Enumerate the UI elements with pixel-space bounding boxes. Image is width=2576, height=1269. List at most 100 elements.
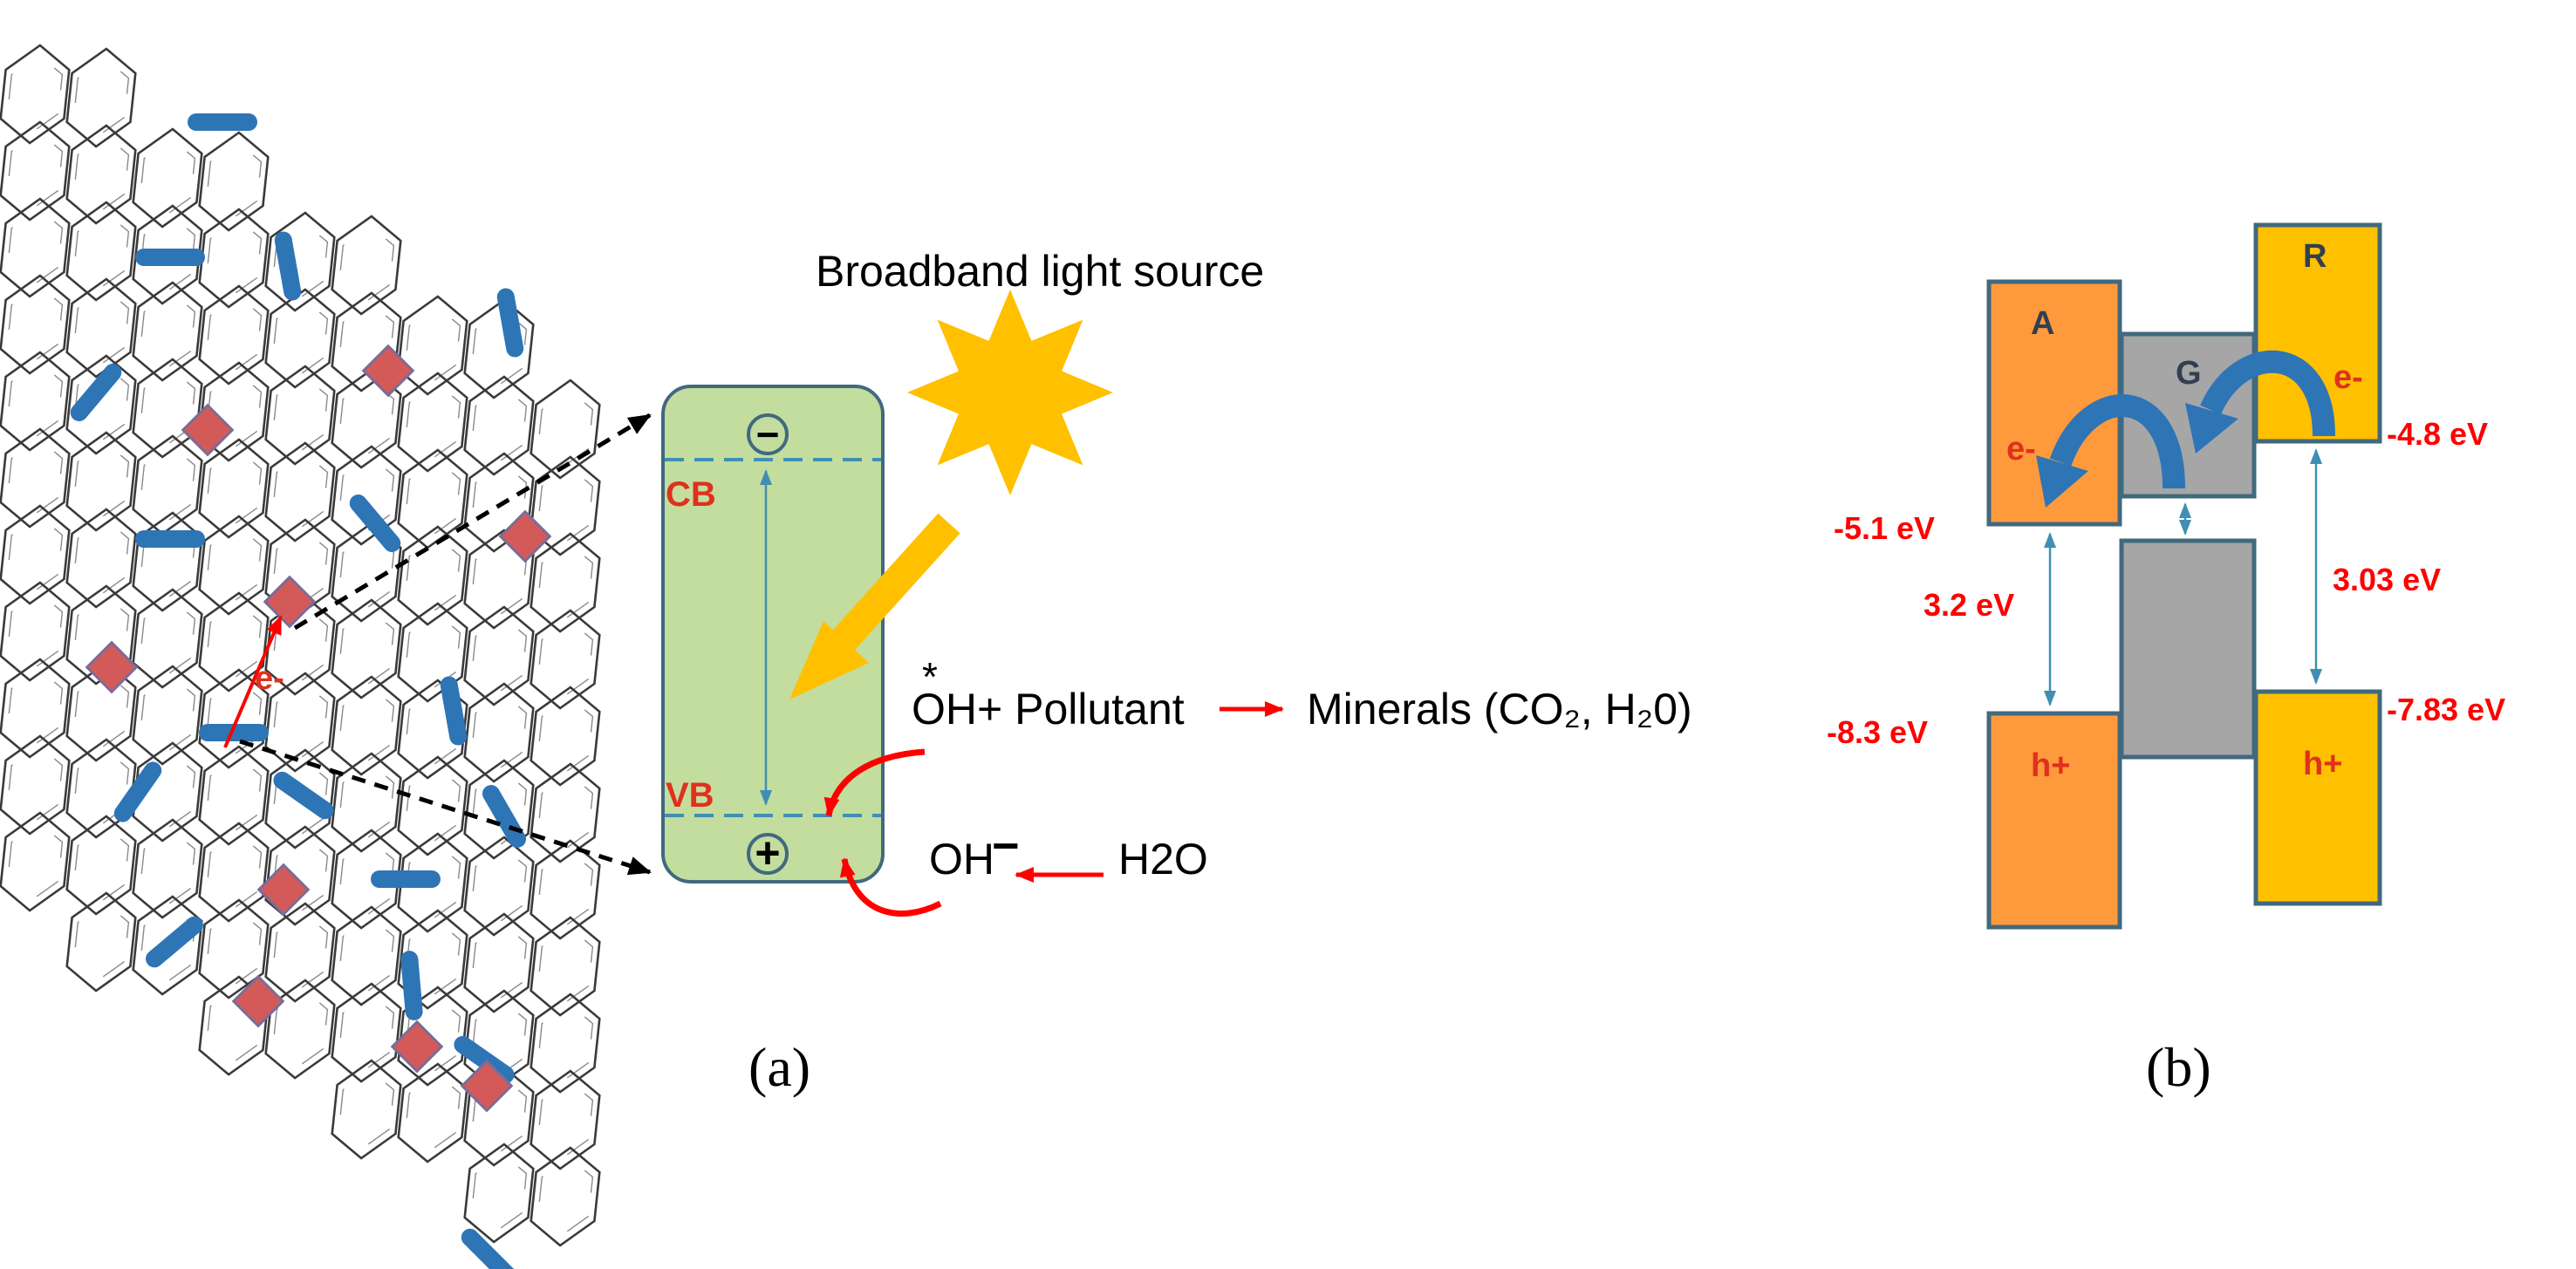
hexagon-inner	[139, 598, 196, 679]
hexagon-cell	[65, 47, 137, 148]
hexagon-cell	[463, 605, 535, 706]
hexagon-cell	[530, 839, 601, 940]
hexagon-inner	[139, 215, 196, 295]
hexagon-cell	[132, 127, 203, 229]
hexagon-cell	[132, 434, 203, 536]
hexagon-cell	[0, 351, 71, 452]
hexagon-cell	[397, 679, 468, 780]
catalyst-rod	[496, 288, 524, 358]
hexagon-inner	[338, 762, 395, 843]
hexagon-cell	[65, 891, 137, 993]
hexagon-inner	[205, 832, 263, 912]
dopant-diamond	[498, 509, 552, 563]
dopant-sites	[85, 344, 552, 1113]
hexagon-cell	[264, 365, 336, 466]
light-source-label: Broadband light source	[816, 247, 1264, 296]
hexagon-inner	[338, 455, 395, 536]
hexagon-cell	[530, 455, 601, 556]
hexagon-cell	[264, 441, 336, 542]
lattice-electron-arrow: e-	[223, 615, 284, 748]
hexagon-cell	[65, 124, 137, 225]
hexagon-cell	[132, 665, 203, 766]
hexagon-cell	[331, 752, 402, 853]
catalyst-rod	[400, 951, 423, 1020]
hexagon-cell	[132, 281, 203, 382]
hexagon-inner	[470, 616, 528, 696]
hexagon-inner	[536, 389, 594, 469]
hexagon-cell	[0, 427, 71, 529]
hexagon-inner	[205, 602, 263, 682]
sun-icon	[907, 290, 1113, 495]
hexagon-inner	[6, 591, 64, 672]
catalyst-rods	[70, 113, 526, 1269]
oh-minus-sup: −	[992, 820, 1020, 872]
catalyst-rod	[273, 771, 334, 820]
hexagon-inner	[404, 382, 461, 462]
electron-transfer-r-to-g	[2185, 350, 2335, 454]
hexagon-inner	[72, 825, 130, 905]
hexagon-inner	[6, 515, 64, 595]
panel-a-label: (a)	[748, 1036, 810, 1098]
hexagon-inner	[271, 452, 329, 532]
hexagon-cell	[0, 197, 71, 298]
hexagon-inner	[72, 748, 130, 829]
hole-symbol	[747, 833, 789, 875]
hexagon-cell	[530, 532, 601, 633]
radical-star: *	[922, 654, 938, 699]
hexagon-cell	[65, 277, 137, 379]
dopant-diamond	[181, 403, 235, 457]
hexagon-inner	[338, 1069, 395, 1150]
dopant-diamond	[390, 1020, 444, 1074]
hexagon-cell	[530, 379, 601, 480]
hexagon-cell	[463, 759, 535, 860]
hexagon-cell	[463, 298, 535, 399]
hexagon-cell	[0, 44, 71, 145]
catalyst-rod	[461, 1228, 516, 1269]
electron-r-label: e-	[2333, 359, 2363, 396]
hexagon-inner	[205, 448, 263, 529]
hexagon-inner	[404, 919, 461, 1000]
hexagon-inner	[470, 769, 528, 849]
hexagon-inner	[6, 822, 64, 902]
dopant-diamond	[361, 344, 415, 398]
semiconductor-band-box	[661, 385, 885, 884]
hexagon-inner	[6, 284, 64, 365]
hexagon-cell	[264, 748, 336, 849]
hexagon-cell	[65, 661, 137, 762]
hexagon-cell	[65, 738, 137, 839]
hexagon-cell	[65, 201, 137, 302]
catalyst-rod	[440, 676, 468, 746]
catalyst-rod	[70, 364, 122, 421]
hexagon-cell	[397, 602, 468, 703]
hexagon-inner	[470, 385, 528, 466]
hexagon-inner	[72, 288, 130, 368]
cb-label: CB	[666, 475, 716, 514]
hexagon-inner	[6, 361, 64, 441]
hexagon-inner	[536, 1003, 594, 1083]
reaction-oh-minus: OH	[929, 835, 994, 884]
electron-symbol	[747, 413, 789, 455]
hexagon-inner	[72, 441, 130, 522]
hexagon-inner	[338, 379, 395, 459]
electron-sign: −	[756, 412, 780, 457]
hexagon-cell	[0, 811, 71, 912]
hexagon-inner	[536, 696, 594, 776]
hexagon-cell	[530, 916, 601, 1017]
vb-label: VB	[666, 776, 714, 815]
hexagon-cell	[0, 274, 71, 375]
box-g-label: G	[2176, 355, 2202, 392]
hexagon-inner	[404, 305, 461, 385]
hexagon-inner	[6, 438, 64, 518]
reaction-oh-pollutant: OH+ Pollutant	[912, 685, 1185, 733]
hexagon-cell	[331, 829, 402, 930]
hexagon-inner	[72, 518, 130, 598]
hexagon-cell	[463, 836, 535, 937]
catalyst-rod	[188, 113, 257, 131]
hexagon-cell	[331, 1059, 402, 1160]
level-r-vb: -7.83 eV	[2387, 692, 2505, 727]
hexagon-cell	[397, 525, 468, 626]
hexagon-cell	[331, 368, 402, 469]
catalyst-rod	[454, 1035, 515, 1084]
catalyst-rod	[135, 249, 205, 266]
